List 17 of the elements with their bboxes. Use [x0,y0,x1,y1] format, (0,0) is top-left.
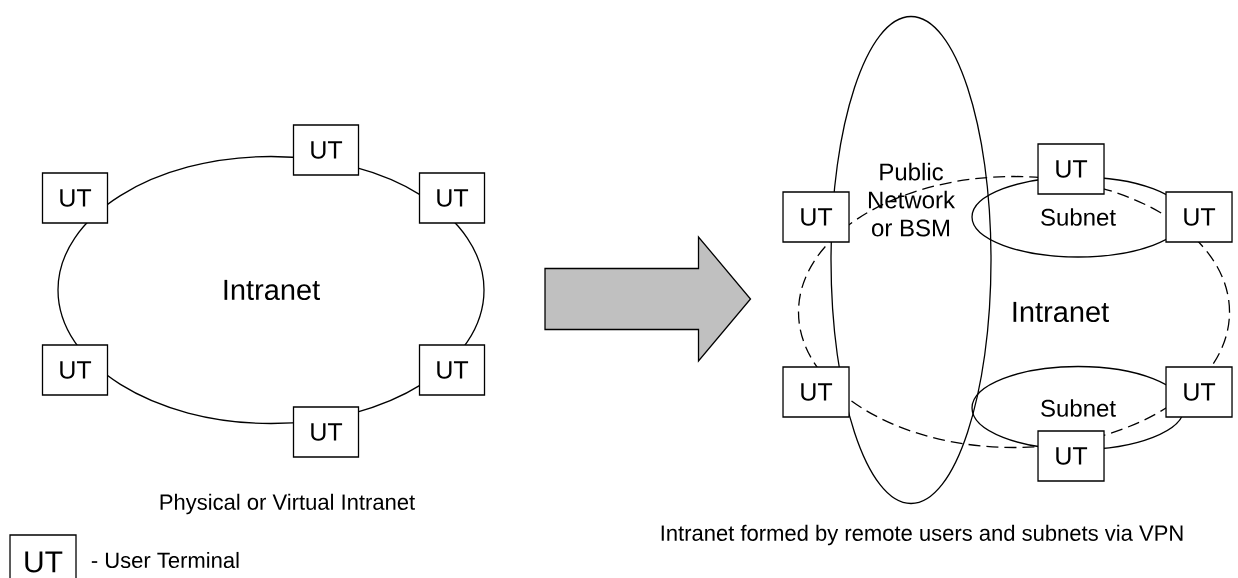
terminal-box: UT [418,172,486,224]
terminal-box: UT [1165,191,1233,243]
terminal-box: UT [9,534,77,578]
terminal-box: UT [1037,430,1105,482]
terminal-box: UT [782,191,850,243]
caption: Intranet formed by remote users and subnets via VPN [661,524,1183,546]
caption: Physical or Virtual Intranet [160,493,415,515]
terminal-box: UT [41,172,109,224]
terminal-box: UT [1037,143,1105,195]
terminal-box: UT [418,344,486,396]
legend-text: - User Terminal [91,551,239,569]
block-arrow [544,235,752,363]
terminal-box: UT [782,366,850,418]
terminal-box: UT [1165,366,1233,418]
terminal-box: UT [292,406,360,458]
terminal-box: UT [292,124,360,176]
terminal-box: UT [41,344,109,396]
